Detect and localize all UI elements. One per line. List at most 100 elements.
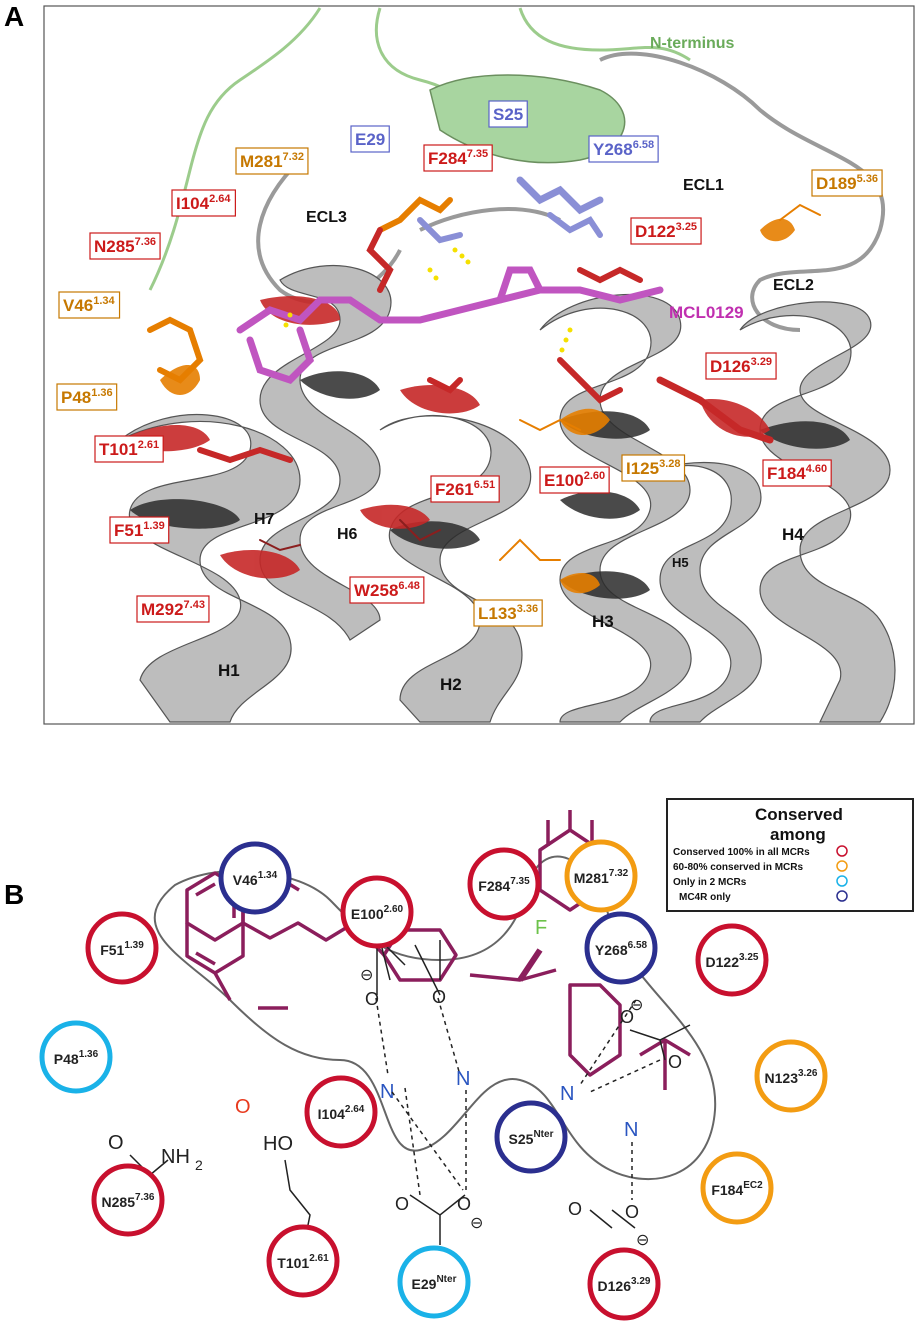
- panel-b-letter: B: [4, 879, 24, 910]
- legend-item-conserved-60-80: 60-80% conserved in MCRs: [673, 862, 803, 873]
- legend-item-two-mcrs: Only in 2 MCRs: [673, 877, 747, 888]
- residue-circle-f284: F2847.35: [467, 847, 541, 921]
- svg-text:V461.34: V461.34: [63, 295, 116, 315]
- legend-swatch-red: [836, 845, 848, 857]
- charge-minus-1: ⊖: [360, 967, 373, 984]
- residue-circle-s25: S25Nter: [494, 1100, 568, 1174]
- carboxylate-o-2: O: [432, 987, 446, 1007]
- svg-text:M2817.32: M2817.32: [240, 151, 304, 171]
- svg-text:E29: E29: [355, 130, 385, 149]
- residue-label-i125: I1253.28: [621, 454, 686, 482]
- svg-text:F1844.60: F1844.60: [767, 463, 827, 483]
- ligand-label: MCL0129: [669, 303, 744, 322]
- residue-circle-n123: N1233.26: [754, 1039, 828, 1113]
- carboxylate-o-1: O: [365, 989, 379, 1009]
- legend-swatch-orange: [836, 860, 848, 872]
- svg-text:E1002.60: E1002.60: [544, 470, 605, 490]
- svg-text:D1263.29: D1263.29: [710, 356, 772, 376]
- residue-label-n285: N2857.36: [89, 232, 161, 260]
- svg-text:M2927.43: M2927.43: [141, 599, 205, 619]
- svg-text:S25Nter: S25Nter: [509, 1129, 554, 1147]
- residue-circle-d126: D1263.29: [587, 1247, 661, 1321]
- helix-label-h7: H7: [254, 511, 275, 528]
- svg-text:I1042.64: I1042.64: [176, 193, 231, 213]
- residue-label-d189: D1895.36: [811, 169, 883, 197]
- svg-text:S25: S25: [493, 105, 523, 124]
- residue-label-t101: T1012.61: [94, 435, 164, 463]
- residue-label-e29: E29: [350, 125, 390, 153]
- binding-pocket-outline: [153, 855, 717, 1181]
- residue-label-e100: E1002.60: [539, 466, 610, 494]
- legend-swatch-cyan: [836, 875, 848, 887]
- svg-text:T1012.61: T1012.61: [277, 1253, 329, 1271]
- carboxylate-o-6: O: [668, 1052, 682, 1072]
- svg-text:F511.39: F511.39: [100, 940, 144, 958]
- carboxylate-o-8: O: [625, 1202, 639, 1222]
- helix-label-h1: H1: [218, 661, 240, 680]
- svg-text:F2616.51: F2616.51: [435, 479, 495, 499]
- residue-label-p48: P481.36: [56, 383, 118, 411]
- svg-text:D1263.29: D1263.29: [598, 1276, 651, 1294]
- residue-circle-i104: I1042.64: [304, 1075, 378, 1149]
- svg-text:F2847.35: F2847.35: [478, 876, 530, 894]
- residue-circle-m281: M2817.32: [564, 839, 638, 913]
- carboxylate-o-4: O: [457, 1194, 471, 1214]
- residue-label-y268: Y2686.58: [588, 135, 659, 163]
- n-terminus-label: N-terminus: [650, 35, 735, 52]
- nitrogen-atom-2: N: [456, 1068, 470, 1090]
- residue-circle-f184: F184EC2: [700, 1151, 774, 1225]
- legend-swatch-navy: [836, 890, 848, 902]
- residue-circle-n285: N2857.36: [91, 1163, 165, 1237]
- residue-label-w258: W2586.48: [349, 576, 425, 604]
- residue-label-f284: F2847.35: [423, 144, 493, 172]
- svg-text:N2857.36: N2857.36: [94, 236, 156, 256]
- svg-text:P481.36: P481.36: [61, 387, 113, 407]
- charge-minus-2: ⊖: [470, 1215, 483, 1232]
- nitrogen-atom-1: N: [380, 1081, 394, 1103]
- residue-label-f51: F511.39: [109, 516, 170, 544]
- svg-text:N1233.26: N1233.26: [765, 1068, 818, 1086]
- panel-a-letter: A: [4, 1, 24, 32]
- legend: Conserved among Conserved 100% in all MC…: [666, 798, 914, 912]
- svg-text:D1223.25: D1223.25: [706, 952, 759, 970]
- svg-text:E1002.60: E1002.60: [351, 904, 404, 922]
- residue-circle-p48: P481.36: [39, 1020, 113, 1094]
- charge-minus-4: ⊖: [636, 1232, 649, 1249]
- helix-label-h3: H3: [592, 612, 614, 631]
- residue-label-v46: V461.34: [58, 291, 121, 319]
- residue-label-s25: S25: [488, 100, 528, 128]
- amide-nh: NH: [161, 1146, 190, 1168]
- svg-text:W2586.48: W2586.48: [354, 580, 420, 600]
- ecl3-label: ECL3: [306, 209, 347, 226]
- carboxylate-o-7: O: [568, 1199, 582, 1219]
- carboxylate-o-3: O: [395, 1194, 409, 1214]
- legend-title-line2: among: [770, 825, 826, 844]
- protein-structure: [119, 7, 896, 723]
- residue-circle-t101: T1012.61: [266, 1224, 340, 1298]
- residue-circle-f51: F511.39: [85, 911, 159, 985]
- carboxylate-o-5: O: [620, 1007, 634, 1027]
- svg-text:F184EC2: F184EC2: [711, 1180, 763, 1198]
- svg-text:Y2686.58: Y2686.58: [593, 139, 654, 159]
- svg-text:M2817.32: M2817.32: [574, 868, 629, 886]
- svg-text:N2857.36: N2857.36: [102, 1192, 155, 1210]
- residue-circle-y268: Y2686.58: [584, 911, 658, 985]
- helix-label-h6: H6: [337, 526, 358, 543]
- helix-label-h2: H2: [440, 675, 462, 694]
- svg-text:D1895.36: D1895.36: [816, 173, 878, 193]
- charge-minus-3: ⊖: [630, 997, 643, 1014]
- svg-text:V461.34: V461.34: [233, 870, 278, 888]
- svg-text:F2847.35: F2847.35: [428, 148, 488, 168]
- svg-text:Y2686.58: Y2686.58: [595, 940, 648, 958]
- svg-text:L1333.36: L1333.36: [478, 603, 538, 623]
- residue-label-d122: D1223.25: [630, 217, 702, 245]
- svg-text:I1042.64: I1042.64: [318, 1104, 365, 1122]
- residue-circle-v46: V461.34: [218, 841, 292, 915]
- hydroxyl-label: HO: [263, 1133, 293, 1155]
- fluorine-atom: F: [535, 917, 547, 939]
- residue-circle-e29: E29Nter: [397, 1245, 471, 1319]
- svg-text:T1012.61: T1012.61: [99, 439, 159, 459]
